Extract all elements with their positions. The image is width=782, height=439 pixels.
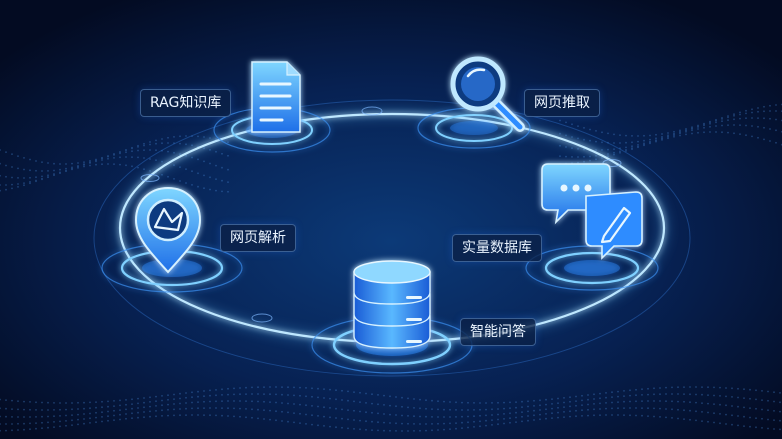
platform-vector-db	[525, 245, 659, 291]
database-icon	[353, 260, 431, 349]
label-rag-knowledge-base: RAG知识库	[140, 89, 232, 117]
label-web-extract: 网页推取	[524, 89, 600, 117]
label-vector-database: 实量数据库	[452, 234, 542, 262]
label-smart-qa: 智能问答	[460, 318, 536, 346]
label-web-parse: 网页解析	[220, 224, 296, 252]
magnifier-icon	[450, 56, 525, 132]
chat-bubbles-icon	[541, 163, 643, 260]
platform-web-extract	[417, 107, 531, 149]
outer-orbit	[93, 99, 691, 377]
document-icon	[251, 61, 301, 133]
orbit-markers	[140, 106, 622, 323]
location-pin-icon	[134, 186, 202, 274]
